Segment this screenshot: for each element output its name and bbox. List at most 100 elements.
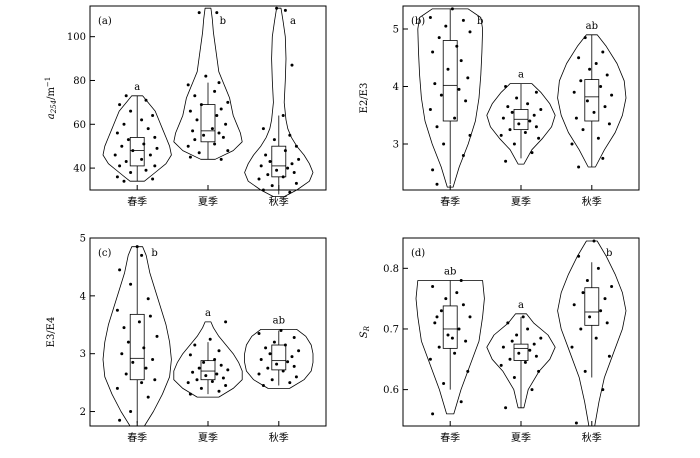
significance-letter: a xyxy=(205,308,211,319)
data-point xyxy=(124,372,128,376)
data-point xyxy=(433,82,437,86)
y-axis-label: SR xyxy=(359,325,371,338)
data-point xyxy=(213,142,217,146)
violin-outline xyxy=(486,313,556,409)
x-tick-label: 夏季 xyxy=(511,196,531,208)
data-point xyxy=(210,127,214,131)
data-point xyxy=(459,59,463,63)
data-point xyxy=(607,122,611,126)
data-point xyxy=(272,138,276,142)
data-point xyxy=(530,388,534,392)
data-point xyxy=(288,190,292,194)
data-point xyxy=(283,149,287,153)
data-point xyxy=(577,56,581,60)
x-tick-label: 夏季 xyxy=(198,432,218,444)
data-point xyxy=(292,170,296,174)
data-point xyxy=(457,327,461,331)
data-point xyxy=(428,357,432,361)
data-point xyxy=(215,372,219,376)
data-point xyxy=(126,340,130,344)
data-point xyxy=(523,360,527,364)
data-point xyxy=(118,268,122,272)
data-point xyxy=(583,369,587,373)
x-tick-label: 夏季 xyxy=(511,432,531,444)
data-point xyxy=(115,131,119,135)
data-point xyxy=(431,285,435,289)
data-point xyxy=(283,343,287,347)
data-point xyxy=(588,315,592,319)
data-point xyxy=(275,6,279,10)
data-point xyxy=(297,349,301,353)
data-point xyxy=(539,108,543,111)
y-tick-label: 0.6 xyxy=(383,385,399,396)
x-tick-label: 春季 xyxy=(127,432,147,444)
violin-group-1: 春季a xyxy=(102,82,172,208)
data-point xyxy=(129,282,133,286)
data-point xyxy=(275,362,279,366)
data-point xyxy=(140,157,144,161)
data-point xyxy=(446,67,450,71)
data-point xyxy=(290,63,294,67)
panel-label: (a) xyxy=(98,16,112,27)
data-point xyxy=(444,297,448,301)
data-point xyxy=(288,133,292,137)
y-tick-label: 3 xyxy=(80,349,86,360)
data-point xyxy=(197,151,201,155)
data-point xyxy=(572,303,576,307)
data-point xyxy=(290,162,294,166)
data-point xyxy=(272,340,276,344)
box-iqr xyxy=(513,343,529,361)
data-point xyxy=(197,366,201,370)
data-point xyxy=(603,105,607,109)
data-point xyxy=(577,254,581,258)
data-point xyxy=(292,364,296,368)
data-point xyxy=(283,8,287,12)
data-point xyxy=(221,376,225,380)
data-point xyxy=(188,392,192,396)
data-point xyxy=(583,36,587,40)
y-axis-label-unit: /m xyxy=(46,87,57,100)
data-point xyxy=(186,83,190,87)
data-point xyxy=(120,352,124,356)
violin-outline xyxy=(557,34,627,168)
x-tick-label: 秋季 xyxy=(269,431,289,444)
data-point xyxy=(153,135,157,139)
data-point xyxy=(286,360,290,364)
data-point xyxy=(501,116,505,120)
data-point xyxy=(135,245,139,249)
data-point xyxy=(115,386,119,390)
data-point xyxy=(534,90,538,94)
panel-label: (b) xyxy=(411,16,425,27)
data-point xyxy=(213,357,217,361)
y-axis-label: a254/m−1 xyxy=(44,77,58,120)
data-point xyxy=(153,164,157,168)
significance-letter: ab xyxy=(273,315,285,326)
data-point xyxy=(464,99,468,103)
data-point xyxy=(532,113,536,117)
data-point xyxy=(570,142,574,146)
data-point xyxy=(504,406,508,410)
data-point xyxy=(459,278,463,282)
data-point xyxy=(601,156,605,160)
data-point xyxy=(219,363,223,367)
data-point xyxy=(501,345,505,349)
data-point xyxy=(581,128,585,132)
data-point xyxy=(517,351,521,355)
violin-group-3: 秋季b xyxy=(557,239,627,444)
data-point xyxy=(153,378,157,382)
data-point xyxy=(579,79,583,83)
data-point xyxy=(508,357,512,361)
data-point xyxy=(129,170,133,174)
data-point xyxy=(461,154,465,157)
data-point xyxy=(428,108,432,111)
x-tick-label: 秋季 xyxy=(582,195,602,208)
data-point xyxy=(499,363,503,367)
y-tick-label: 80 xyxy=(73,76,86,87)
data-point xyxy=(468,30,472,34)
data-point xyxy=(219,157,223,161)
box-iqr xyxy=(271,145,287,178)
data-point xyxy=(431,50,435,54)
